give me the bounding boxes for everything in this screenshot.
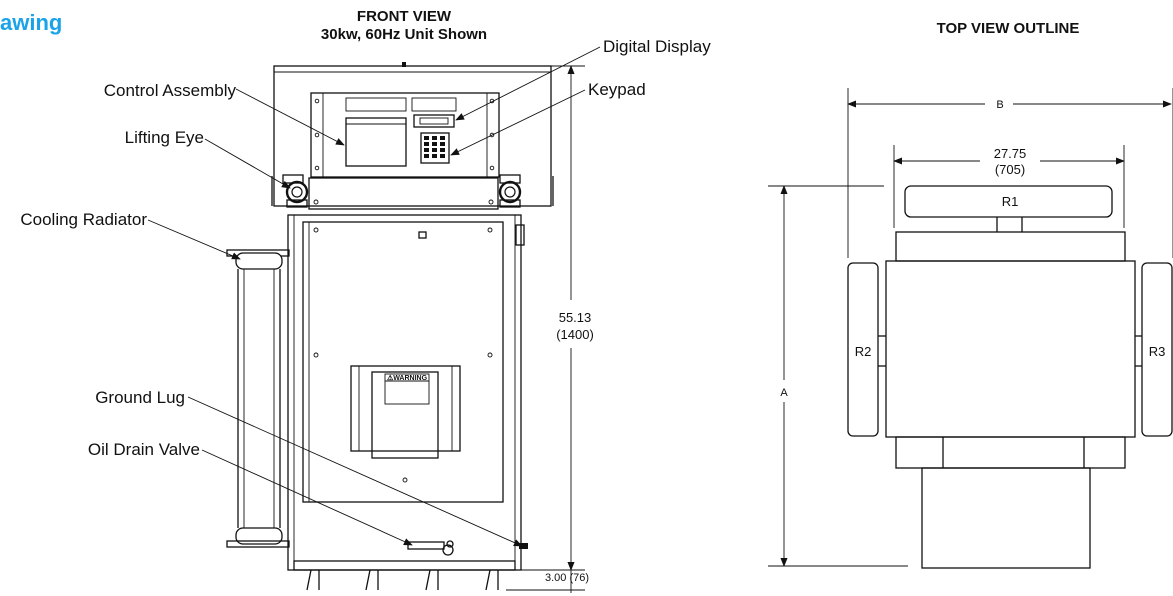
control-assembly <box>310 92 500 178</box>
callout-lifting-eye: Lifting Eye <box>125 128 204 147</box>
base-hardware <box>293 540 528 591</box>
callout-oil-drain-valve: Oil Drain Valve <box>88 440 200 459</box>
section-heading: awing <box>0 10 62 35</box>
dim-width: 27.75 <box>994 146 1027 161</box>
lifting-eye-right <box>498 174 522 208</box>
label-r1: R1 <box>1002 194 1019 209</box>
dim-a-line <box>768 185 908 567</box>
dim-height-mm: (1400) <box>556 327 594 342</box>
dim-width-line <box>893 145 1125 228</box>
callout-cooling-radiator: Cooling Radiator <box>20 210 147 229</box>
warning-panel: ⚠WARNING <box>350 365 461 459</box>
front-view-subtitle: 30kw, 60Hz Unit Shown <box>321 26 487 43</box>
top-view: TOP VIEW OUTLINE B 27.75 (705) A <box>768 20 1173 569</box>
callout-digital-display: Digital Display <box>603 37 711 56</box>
dim-height: 55.13 <box>559 310 592 325</box>
callout-control-assembly: Control Assembly <box>104 81 237 100</box>
cooling-radiator <box>226 249 290 548</box>
lifting-eye-left <box>282 174 309 208</box>
warning-label: ⚠WARNING <box>387 374 428 382</box>
callout-ground-lug: Ground Lug <box>95 388 185 407</box>
height-dimension <box>506 65 585 593</box>
front-view: FRONT VIEW 30kw, 60Hz Unit Shown <box>20 8 711 593</box>
keypad-buttons <box>424 136 445 158</box>
dim-base: 3.00 (76) <box>545 572 589 584</box>
label-r2: R2 <box>855 344 872 359</box>
dim-width-mm: (705) <box>995 162 1025 177</box>
dim-b-line <box>847 88 1173 258</box>
dim-b: B <box>996 99 1003 111</box>
callout-keypad: Keypad <box>588 80 646 99</box>
dim-a: A <box>780 387 788 399</box>
top-view-title: TOP VIEW OUTLINE <box>937 20 1080 37</box>
front-view-title: FRONT VIEW <box>357 8 452 25</box>
top-hood <box>271 62 554 207</box>
top-outline <box>847 185 1173 569</box>
leader-lines <box>147 46 601 547</box>
label-r3: R3 <box>1149 344 1166 359</box>
